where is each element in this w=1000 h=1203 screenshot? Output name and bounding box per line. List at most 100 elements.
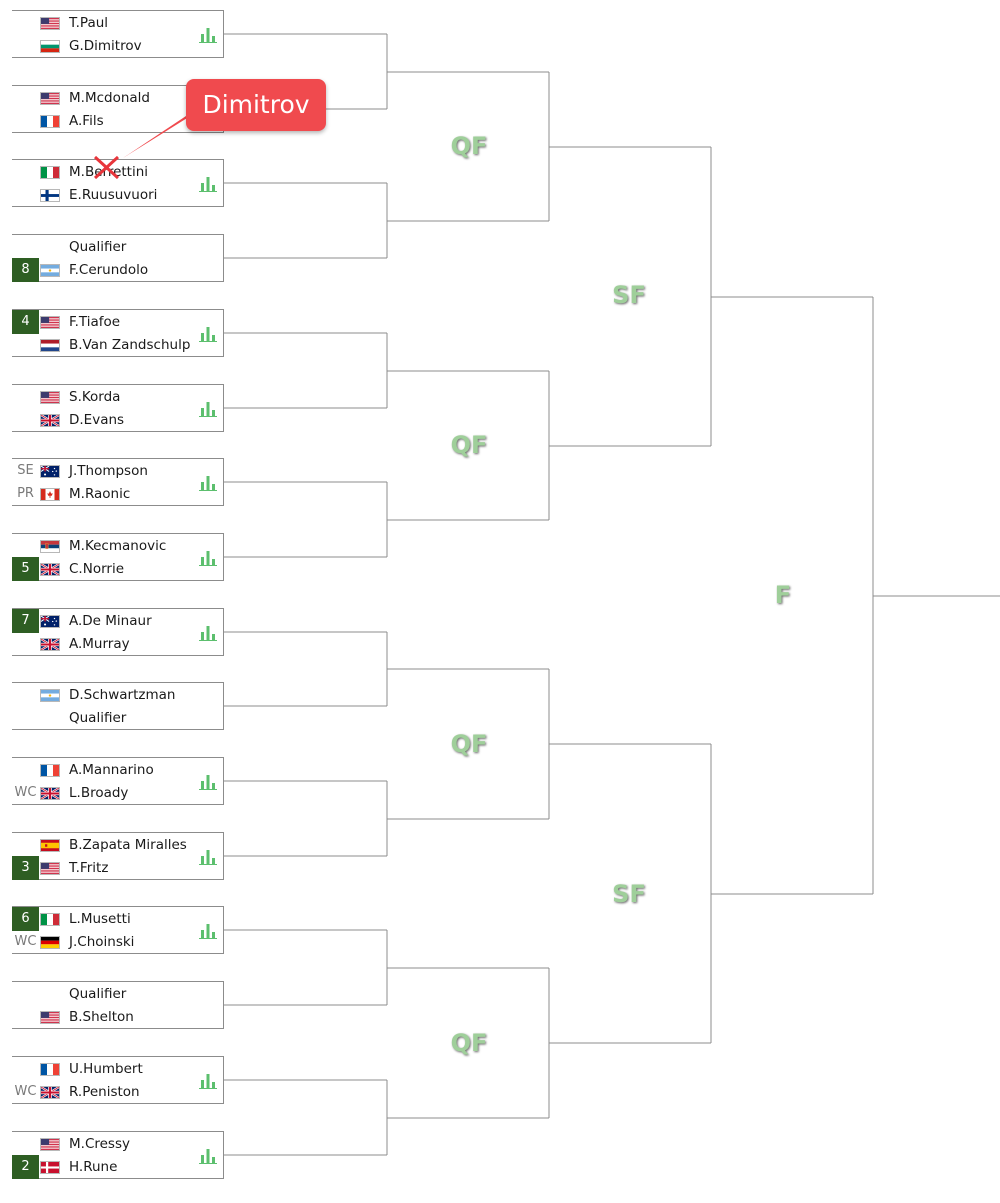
match-stats-icon[interactable]: [199, 847, 217, 865]
player-name[interactable]: L.Musetti: [69, 911, 131, 927]
player-row[interactable]: Qualifier: [12, 982, 198, 1006]
player-row[interactable]: WC R.Peniston: [12, 1080, 198, 1104]
usa-flag-icon: [40, 92, 60, 105]
bulgaria-flag-icon: [40, 40, 60, 53]
player-name[interactable]: T.Fritz: [69, 860, 109, 876]
player-row[interactable]: A.Murray: [12, 632, 198, 656]
player-name[interactable]: B.Zapata Miralles: [69, 837, 187, 853]
seed-badge: 2: [12, 1155, 39, 1179]
match-stats-icon[interactable]: [199, 1146, 217, 1164]
player-row[interactable]: G.Dimitrov: [12, 34, 198, 58]
player-row[interactable]: M.Mcdonald: [12, 86, 198, 110]
player-row[interactable]: T.Paul: [12, 11, 198, 35]
player-name[interactable]: S.Korda: [69, 389, 121, 405]
player-row[interactable]: A.Mannarino: [12, 758, 198, 782]
player-name[interactable]: J.Thompson: [69, 463, 148, 479]
player-name[interactable]: A.Fils: [69, 113, 104, 129]
player-name[interactable]: M.Cressy: [69, 1136, 130, 1152]
entry-type: SE: [17, 463, 34, 478]
player-name[interactable]: Qualifier: [69, 239, 127, 255]
uk-flag-icon: [40, 787, 60, 800]
player-name[interactable]: Qualifier: [69, 986, 127, 1002]
germany-flag-icon: [40, 936, 60, 949]
player-row[interactable]: Qualifier: [12, 235, 198, 259]
player-name[interactable]: L.Broady: [69, 785, 129, 801]
match-stats-icon[interactable]: [199, 1071, 217, 1089]
player-row[interactable]: S.Korda: [12, 385, 198, 409]
player-row[interactable]: B.Van Zandschulp: [12, 333, 198, 357]
round-label-qf: QF: [450, 132, 488, 160]
canada-flag-icon: [40, 488, 60, 501]
player-name[interactable]: A.Murray: [69, 636, 130, 652]
player-name[interactable]: F.Cerundolo: [69, 262, 149, 278]
player-row[interactable]: M.Kecmanovic: [12, 534, 198, 558]
player-name[interactable]: H.Rune: [69, 1159, 118, 1175]
player-row[interactable]: M.Berrettini: [12, 160, 198, 184]
entry-type: WC: [14, 1084, 37, 1099]
usa-flag-icon: [40, 391, 60, 404]
player-row[interactable]: 2 H.Rune: [12, 1155, 198, 1179]
usa-flag-icon: [40, 316, 60, 329]
player-row[interactable]: M.Cressy: [12, 1132, 198, 1156]
player-name[interactable]: A.Mannarino: [69, 762, 154, 778]
netherlands-flag-icon: [40, 339, 60, 352]
player-name[interactable]: F.Tiafoe: [69, 314, 121, 330]
usa-flag-icon: [40, 1011, 60, 1024]
finland-flag-icon: [40, 189, 60, 202]
player-row[interactable]: WC J.Choinski: [12, 930, 198, 954]
player-name[interactable]: Qualifier: [69, 710, 127, 726]
player-name[interactable]: T.Paul: [69, 15, 109, 31]
player-name[interactable]: M.Kecmanovic: [69, 538, 167, 554]
match-stats-icon[interactable]: [199, 473, 217, 491]
player-name[interactable]: R.Peniston: [69, 1084, 140, 1100]
player-name[interactable]: J.Choinski: [69, 934, 135, 950]
player-name[interactable]: B.Shelton: [69, 1009, 134, 1025]
player-row[interactable]: B.Zapata Miralles: [12, 833, 198, 857]
player-row[interactable]: U.Humbert: [12, 1057, 198, 1081]
player-name[interactable]: G.Dimitrov: [69, 38, 142, 54]
player-name[interactable]: M.Raonic: [69, 486, 131, 502]
player-name[interactable]: A.De Minaur: [69, 613, 152, 629]
player-row[interactable]: D.Schwartzman: [12, 683, 198, 707]
player-row[interactable]: SE J.Thompson: [12, 459, 198, 483]
france-flag-icon: [40, 764, 60, 777]
player-name[interactable]: M.Mcdonald: [69, 90, 150, 106]
match-stats-icon[interactable]: [199, 324, 217, 342]
player-name[interactable]: C.Norrie: [69, 561, 124, 577]
match-stats-icon[interactable]: [199, 25, 217, 43]
player-name[interactable]: B.Van Zandschulp: [69, 337, 191, 353]
player-row[interactable]: E.Ruusuvuori: [12, 183, 198, 207]
entry-type: WC: [14, 934, 37, 949]
match-stats-icon[interactable]: [199, 623, 217, 641]
match-stats-icon[interactable]: [199, 174, 217, 192]
player-name[interactable]: U.Humbert: [69, 1061, 143, 1077]
player-name[interactable]: D.Schwartzman: [69, 687, 176, 703]
match-stats-icon[interactable]: [199, 399, 217, 417]
player-row[interactable]: D.Evans: [12, 408, 198, 432]
player-row[interactable]: Qualifier: [12, 706, 198, 730]
player-row[interactable]: B.Shelton: [12, 1005, 198, 1029]
round-label-sf: SF: [612, 880, 646, 908]
match-stats-icon[interactable]: [199, 772, 217, 790]
player-name[interactable]: M.Berrettini: [69, 164, 149, 180]
match-stats-icon[interactable]: [199, 548, 217, 566]
uk-flag-icon: [40, 1086, 60, 1099]
match-stats-icon[interactable]: [199, 921, 217, 939]
player-name[interactable]: D.Evans: [69, 412, 125, 428]
australia-flag-icon: [40, 615, 60, 628]
round-label-f: F: [774, 581, 792, 609]
argentina-flag-icon: [40, 264, 60, 277]
player-row[interactable]: A.Fils: [12, 109, 198, 133]
player-name[interactable]: E.Ruusuvuori: [69, 187, 158, 203]
